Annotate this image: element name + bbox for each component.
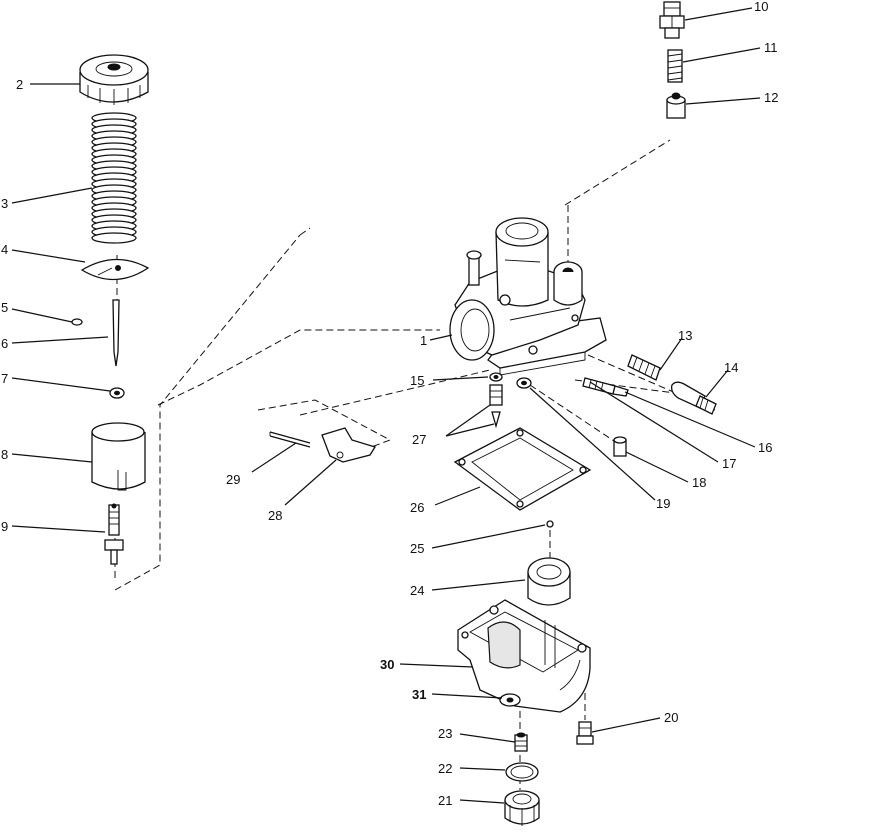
callout-31: 31	[412, 687, 426, 702]
callout-1: 1	[420, 333, 427, 348]
callout-6: 6	[1, 336, 8, 351]
callout-15: 15	[410, 373, 424, 388]
o-ring-part-22	[505, 762, 539, 782]
plug-part-21	[504, 790, 540, 826]
callout-30: 30	[380, 657, 394, 672]
throttle-valve-part-8	[91, 422, 146, 491]
washer-part-15	[489, 372, 503, 382]
float-arm-part-28	[321, 427, 377, 463]
callout-22: 22	[438, 761, 452, 776]
callout-25: 25	[410, 541, 424, 556]
plunger-part-12	[666, 92, 686, 119]
spring-part-11	[667, 49, 683, 83]
screw-part-14	[670, 381, 717, 415]
drain-part-31	[499, 693, 521, 707]
callout-17: 17	[722, 456, 736, 471]
cap-part-2	[79, 54, 149, 105]
callout-4: 4	[1, 242, 8, 257]
spring-coil	[91, 232, 137, 244]
callout-14: 14	[724, 360, 738, 375]
carburetor-body-part-1	[449, 217, 607, 376]
callout-10: 10	[754, 0, 768, 14]
spring-part-13	[627, 354, 661, 381]
callout-8: 8	[1, 447, 8, 462]
fitting-part-10	[659, 1, 685, 39]
callout-9: 9	[1, 519, 8, 534]
callout-5: 5	[1, 300, 8, 315]
callout-labels: 1 2 3 4 5 6 7 8 9 10 11 12 13 14 15 16 1…	[1, 0, 778, 808]
callout-2: 2	[16, 77, 23, 92]
callout-23: 23	[438, 726, 452, 741]
callout-12: 12	[764, 90, 778, 105]
washer-part-19	[516, 377, 532, 389]
plate-part-4	[80, 258, 150, 281]
float-bowl-part-30	[457, 599, 591, 713]
needle-valve-part-27	[489, 384, 503, 429]
jet-part-23	[514, 732, 528, 752]
pin-part-29	[269, 431, 311, 448]
callout-19: 19	[656, 496, 670, 511]
callout-20: 20	[664, 710, 678, 725]
gasket-part-26	[453, 427, 592, 511]
callout-28: 28	[268, 508, 282, 523]
clip-part-5	[71, 318, 83, 326]
callout-24: 24	[410, 583, 424, 598]
callout-27: 27	[412, 432, 426, 447]
float-part-24	[527, 557, 571, 606]
jet-part-9	[104, 503, 124, 565]
callout-21: 21	[438, 793, 452, 808]
callout-11: 11	[764, 40, 778, 55]
spring-part-3	[91, 112, 137, 244]
callout-18: 18	[692, 475, 706, 490]
callout-3: 3	[1, 196, 8, 211]
screw-part-16	[582, 377, 629, 397]
washer-part-7	[109, 387, 125, 399]
needle-jet-part-25	[546, 520, 554, 528]
callout-7: 7	[1, 371, 8, 386]
screw-part-20	[576, 721, 594, 745]
callout-29: 29	[226, 472, 240, 487]
leader-lines	[11, 7, 761, 804]
callout-13: 13	[678, 328, 692, 343]
needle-part-6	[112, 299, 120, 367]
jet-part-18	[613, 436, 627, 457]
callout-16: 16	[758, 440, 772, 455]
callout-26: 26	[410, 500, 424, 515]
